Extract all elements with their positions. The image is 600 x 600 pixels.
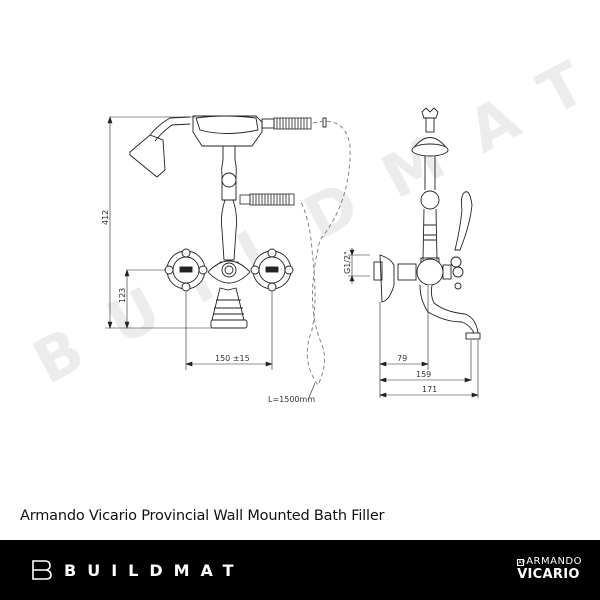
product-caption: Armando Vicario Provincial Wall Mounted … [20, 508, 385, 524]
buildmat-logo[interactable]: BUILDMAT [30, 558, 245, 582]
buildmat-wordmark: BUILDMAT [64, 560, 245, 580]
dim-171: 171 [422, 385, 437, 394]
hose-length: L=1500mm [268, 395, 315, 404]
right-cross-handle [250, 248, 294, 292]
dim-123: 123 [118, 288, 127, 303]
front-view [129, 115, 351, 386]
buildmat-b-icon [32, 560, 52, 580]
dim-412: 412 [101, 210, 110, 225]
dim-79: 79 [397, 354, 407, 363]
av-logo-bottom: VICARIO [517, 567, 580, 582]
technical-drawing: BUILDMAT [22, 31, 600, 404]
footer-bar: BUILDMAT AV ARMANDO VICARIO [0, 540, 600, 600]
left-cross-handle [164, 248, 208, 292]
av-mark-icon: AV [517, 558, 526, 566]
dim-thread: G1/2" [343, 251, 352, 274]
side-view [373, 107, 481, 340]
dim-150: 150 ±15 [215, 354, 250, 363]
armando-vicario-logo[interactable]: AV ARMANDO VICARIO [517, 557, 582, 581]
dim-159: 159 [416, 370, 431, 379]
av-logo-top: ARMANDO [526, 556, 582, 567]
side-dimensions [348, 248, 479, 398]
front-dimensions [105, 116, 316, 401]
